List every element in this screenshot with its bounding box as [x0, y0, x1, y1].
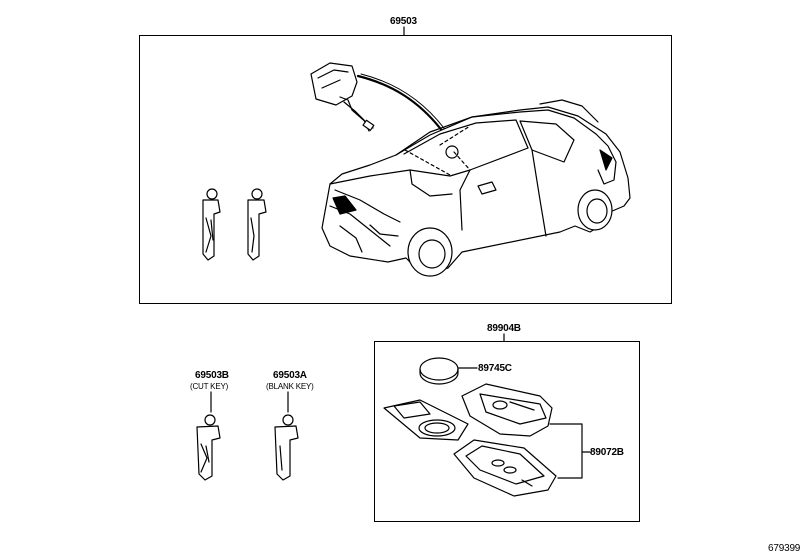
lock-cylinder-assembly[interactable]: [310, 62, 450, 138]
key-cut-label[interactable]: 69503B: [195, 370, 229, 381]
main-assembly-frame: [139, 35, 672, 304]
key-blank-label[interactable]: 69503A: [273, 370, 307, 381]
cut-key-69503B[interactable]: [196, 414, 221, 481]
blank-key-69503A[interactable]: [274, 414, 299, 481]
transmitter-case-label[interactable]: 89072B: [590, 447, 624, 458]
battery-label[interactable]: 89745C: [478, 363, 512, 374]
key-blank-note: (BLANK KEY): [266, 382, 314, 391]
smart-key-set-label[interactable]: 89904B: [487, 323, 521, 334]
diagram-id: 679399: [768, 543, 801, 554]
vehicle-illustration: [321, 99, 631, 277]
key-left-main[interactable]: [202, 188, 221, 261]
transmitter-upper-housing[interactable]: [461, 383, 553, 437]
assembly-main-label[interactable]: 69503: [390, 16, 417, 27]
key-cut-note: (CUT KEY): [190, 382, 229, 391]
key-right-main[interactable]: [247, 188, 267, 261]
transmitter-lower-case[interactable]: [453, 439, 557, 497]
battery-89745C[interactable]: [419, 357, 459, 385]
inner-cover-plate[interactable]: [383, 399, 469, 441]
smart-key-set-frame: [374, 341, 640, 522]
transmitter-case-bracket: [549, 423, 591, 479]
